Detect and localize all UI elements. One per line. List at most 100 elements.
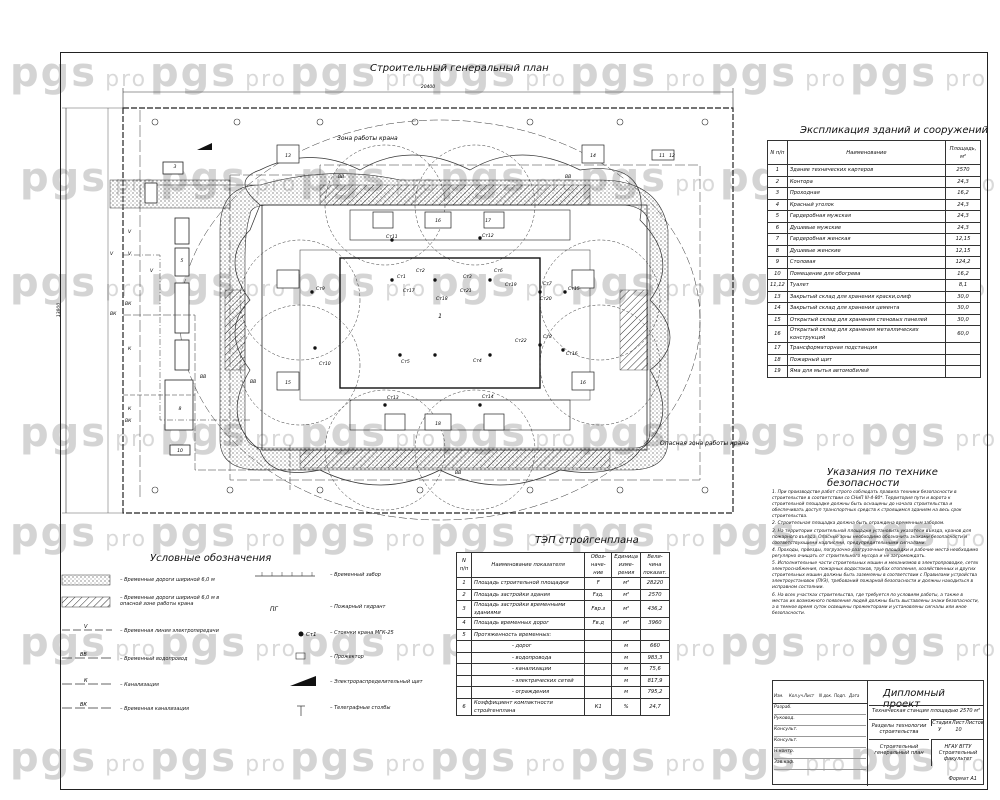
tep-header-name: Наименование показателя	[470, 552, 586, 578]
tep-symbol: Fзд.	[584, 588, 613, 601]
explication-area: 24,3	[945, 198, 981, 211]
tep-name: - канализации	[470, 663, 586, 676]
service-line-label: V	[110, 251, 114, 257]
dim-height: 13800	[56, 303, 62, 317]
tep-unit: м	[611, 640, 641, 653]
legend-item: – Временная канализация	[120, 706, 190, 712]
tep-name: Площадь временных дорог	[470, 617, 586, 630]
tep-num	[456, 686, 472, 699]
crane-work-zone	[261, 204, 648, 451]
explication-num: 9	[767, 256, 788, 269]
crane-stop-label: Ст19	[505, 282, 517, 288]
legend-item: – Временный водопровод	[120, 656, 188, 662]
tep-num: 5	[456, 628, 472, 641]
legend-symbols	[61, 572, 316, 716]
explication-area: 30,0	[945, 302, 981, 315]
crane-stop-label: Ст18	[436, 296, 448, 302]
crane-stop-label: Ст14	[482, 394, 494, 400]
legend-item: – Пожарный гидрант	[330, 604, 386, 610]
safety-note: 2. Строительная площадка должна быть огр…	[772, 521, 945, 527]
building-label: 10	[177, 448, 183, 454]
service-line-label: ВК	[125, 418, 132, 424]
legend-symbol-vk: ВК	[80, 702, 87, 708]
explication-name: Закрытый склад для хранения цемента	[786, 302, 947, 315]
tep-name: - электрических сетей	[470, 674, 586, 687]
crane-stop-label: Ст10	[319, 361, 331, 367]
crane-stop-points	[310, 236, 567, 407]
explication-name: Красный уголок	[786, 198, 947, 211]
safety-title: Указания по технике безопасности	[827, 467, 938, 489]
service-line-label: К	[128, 346, 132, 352]
tep-symbol: Fв.д	[584, 617, 613, 630]
legend-symbol-v: V	[84, 624, 88, 630]
crane-stop-label: Ст6	[494, 268, 503, 274]
explication-num: 17	[767, 342, 788, 355]
tep-value: 436,2	[640, 600, 670, 618]
crane-stop-label: Ст22	[515, 338, 527, 344]
legend-item: – Электрораспределительный щит	[330, 679, 423, 685]
service-line-label: ВК	[110, 311, 117, 317]
building-label: 14	[590, 153, 596, 159]
explication-num: 4	[767, 198, 788, 211]
legend-item: – Телеграфные столбы	[330, 705, 391, 711]
explication-name: Помещение для обогрева	[786, 267, 947, 280]
building-label: 11	[659, 153, 665, 159]
explication-area: 24,3	[945, 221, 981, 234]
explication-num: 15	[767, 313, 788, 326]
service-line-label: ВВ	[200, 374, 206, 380]
tep-symbol: Fвр.з	[584, 600, 613, 618]
stamp-sheet-label: Лист	[951, 720, 965, 726]
tep-value: 817,9	[640, 674, 670, 687]
crane-stop-label: Ст4	[473, 358, 482, 364]
stamp-role-label: Лист	[804, 693, 815, 698]
tep-table: N п/п Наименование показателя Обоз-наче-…	[456, 552, 670, 716]
stamp-person-row: Руковод.	[774, 716, 866, 726]
legend-symbol-pg: ПГ	[270, 606, 279, 613]
storage-blocks	[276, 144, 675, 431]
explication-header-num: N п/п	[767, 140, 788, 165]
tep-num: 6	[456, 697, 472, 716]
building-label: 8	[179, 406, 182, 412]
tep-name: - дорог	[470, 640, 586, 653]
service-line-label: V	[128, 251, 132, 257]
crane-stop-label: Ст7	[543, 281, 552, 287]
explication-num: 13	[767, 290, 788, 303]
explication-num: 14	[767, 302, 788, 315]
service-line-label: V	[128, 229, 132, 235]
tep-symbol	[584, 640, 613, 653]
explication-header-name: Наименование	[786, 140, 947, 165]
explication-name: Трансформаторная подстанция	[786, 342, 947, 355]
danger-zone-label: Опасная зона работы крана	[660, 440, 749, 447]
legend-item: – Временные дороги шириной 6,0 м в опасн…	[120, 595, 220, 607]
stamp-stage-label: Стадия	[932, 720, 952, 726]
crane-stop-label: Ст16	[566, 351, 578, 357]
legend-symbol-vv: ВВ	[80, 652, 87, 658]
tep-unit: м²	[611, 617, 641, 630]
tep-unit: м²	[611, 577, 641, 590]
tep-unit: м	[611, 686, 641, 699]
stamp-person-row: Н.контр.	[774, 749, 866, 759]
explication-title: Экспликация зданий и сооружений	[800, 125, 989, 136]
tep-symbol: К1	[584, 697, 613, 716]
explication-area: 16,2	[945, 267, 981, 280]
explication-name: Туалет	[786, 279, 947, 292]
stamp-format: Формат А1	[948, 776, 977, 782]
tep-symbol	[584, 651, 613, 664]
explication-name: Проходная	[786, 187, 947, 200]
safety-note: 4. Проходы, проезды, погрузочно-разгрузо…	[772, 547, 979, 559]
safety-notes: 1. При производстве работ строго соблюда…	[772, 490, 980, 618]
tep-value: 983,3	[640, 651, 670, 664]
tep-value	[640, 628, 670, 641]
